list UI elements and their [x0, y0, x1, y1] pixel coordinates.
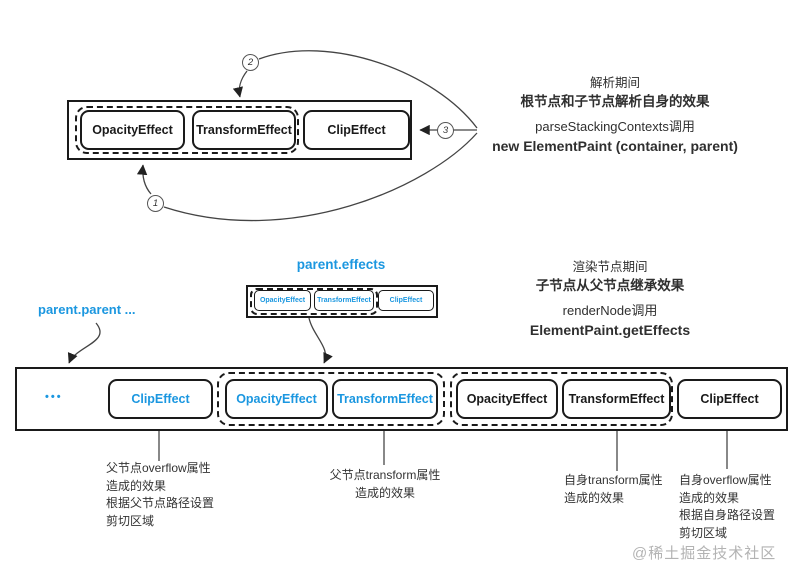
- chain-transform-effect-self-box: TransformEffect: [562, 379, 671, 419]
- parent-inherited-dashed-group: [217, 372, 445, 426]
- parse-note-line4: new ElementPaint (container, parent): [492, 138, 738, 154]
- parse-note-line1: 解析期间: [589, 76, 640, 90]
- render-note-line3: renderNode调用: [562, 303, 658, 318]
- top-opacity-effect-label: OpacityEffect: [92, 123, 173, 137]
- top-clip-effect-box: ClipEffect: [303, 110, 410, 150]
- parent-effects-dashed-group: [250, 288, 378, 315]
- top-parent-effects-dashed-group: [75, 106, 299, 154]
- parent-parent-label: parent.parent ...: [38, 302, 136, 317]
- chain-clip-effect-self-box: ClipEffect: [677, 379, 782, 419]
- watermark-label: @稀土掘金技术社区: [632, 545, 777, 562]
- render-note-line2: 子节点从父节点继承效果: [535, 278, 685, 293]
- render-note-line1: 渲染节点期间: [572, 260, 648, 274]
- parse-note-line3: parseStackingContexts调用: [535, 119, 695, 134]
- annotation-parent-transform: 父节点transform属性 造成的效果: [329, 468, 441, 500]
- top-transform-effect-box: TransformEffect: [192, 110, 296, 150]
- render-note-line4: ElementPaint.getEffects: [529, 322, 691, 338]
- circled-marker-2: 2: [242, 54, 259, 71]
- chain-transform-effect-parent-box: TransformEffect: [332, 379, 438, 419]
- parse-note-line2: 根节点和子节点解析自身的效果: [520, 94, 710, 109]
- circled-marker-1: 1: [147, 195, 164, 212]
- annotation-self-clip: 自身overflow属性 造成的效果 根据自身路径设置 剪切区域: [679, 473, 776, 540]
- mini-transform-effect-box: TransformEffect: [314, 290, 374, 311]
- annotation-self-transform: 自身transform属性 造成的效果: [564, 473, 663, 505]
- top-transform-effect-label: TransformEffect: [196, 123, 292, 137]
- top-clip-effect-label: ClipEffect: [327, 123, 386, 137]
- top-opacity-effect-box: OpacityEffect: [80, 110, 185, 150]
- render-phase-note: 渲染节点期间 子节点从父节点继承效果 renderNode调用 ElementP…: [480, 258, 740, 340]
- annotation-parent-clip: 父节点overflow属性 造成的效果 根据父节点路径设置 剪切区域: [106, 461, 215, 528]
- parse-phase-note: 解析期间 根节点和子节点解析自身的效果 parseStackingContext…: [465, 74, 765, 156]
- mini-opacity-effect-box: OpacityEffect: [254, 290, 311, 311]
- mini-clip-effect-box: ClipEffect: [378, 290, 434, 311]
- parent-effects-label: parent.effects: [296, 257, 386, 272]
- chain-ellipsis: •••: [45, 391, 63, 403]
- circled-marker-3: 3: [437, 122, 454, 139]
- chain-clip-effect-parent-box: ClipEffect: [108, 379, 213, 419]
- chain-opacity-effect-self-box: OpacityEffect: [456, 379, 558, 419]
- self-effects-dashed-group: [450, 372, 673, 426]
- chain-opacity-effect-parent-box: OpacityEffect: [225, 379, 328, 419]
